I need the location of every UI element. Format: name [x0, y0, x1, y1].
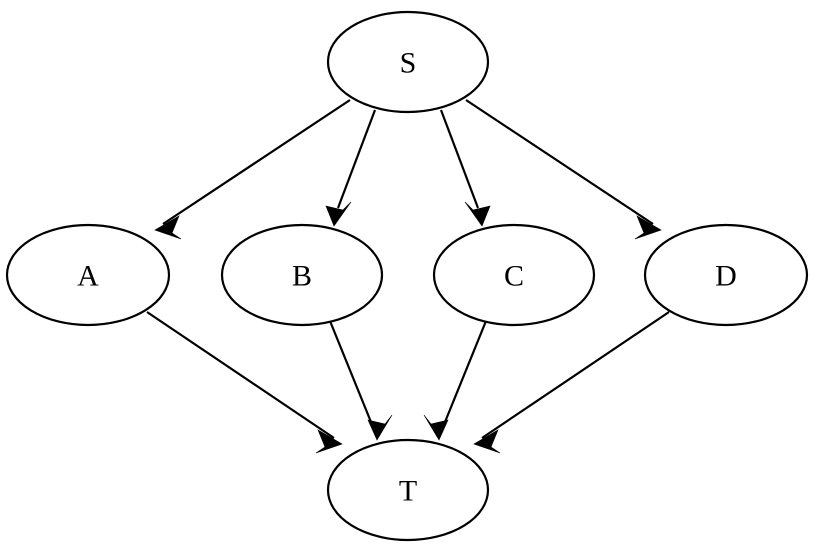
node-t-label: T: [399, 475, 417, 508]
node-s[interactable]: S: [326, 10, 490, 114]
edge-d-to-t-line: [481, 311, 670, 439]
edge-s-to-b-arrowhead: [325, 201, 352, 227]
edge-b-to-t-arrowhead: [367, 414, 393, 441]
node-t-ellipse[interactable]: [326, 438, 490, 542]
node-b[interactable]: B: [220, 223, 384, 327]
node-b-ellipse[interactable]: [220, 223, 384, 327]
edge-s-to-a: [154, 99, 351, 240]
node-a-label: A: [77, 260, 99, 293]
edge-b-to-t-line: [328, 320, 373, 423]
edge-s-to-b: [325, 109, 377, 227]
edge-c-to-t-arrowhead: [423, 414, 449, 441]
node-d-label: D: [715, 260, 737, 293]
node-c-label: C: [504, 260, 524, 293]
node-t[interactable]: T: [326, 438, 490, 542]
edge-s-to-d-line: [465, 99, 654, 225]
node-a[interactable]: A: [5, 223, 171, 327]
nodes-layer: S A B C D T: [5, 10, 809, 542]
node-s-label: S: [400, 47, 417, 80]
node-d-ellipse[interactable]: [643, 223, 809, 327]
node-a-ellipse[interactable]: [5, 223, 171, 327]
edge-a-to-t-arrowhead: [315, 429, 343, 454]
edge-s-to-d-arrowhead: [634, 215, 662, 240]
edge-d-to-t: [473, 311, 670, 454]
edge-a-to-t: [146, 311, 343, 454]
edge-b-to-t: [328, 320, 393, 441]
edge-c-to-t: [423, 320, 488, 441]
edges-layer: [146, 99, 670, 454]
edge-d-to-t-arrowhead: [473, 429, 501, 454]
edge-s-to-a-line: [162, 99, 351, 225]
node-b-label: B: [292, 260, 312, 293]
edge-s-to-c-arrowhead: [464, 201, 491, 227]
edge-s-to-c: [439, 109, 491, 227]
edge-c-to-t-line: [443, 320, 488, 423]
node-c[interactable]: C: [432, 223, 596, 327]
edge-a-to-t-line: [146, 311, 335, 439]
node-d[interactable]: D: [643, 223, 809, 327]
edge-s-to-d: [465, 99, 662, 240]
node-s-ellipse[interactable]: [326, 10, 490, 114]
edge-s-to-b-line: [336, 109, 377, 209]
edge-s-to-c-line: [439, 109, 480, 209]
edge-s-to-a-arrowhead: [154, 215, 182, 240]
node-c-ellipse[interactable]: [432, 223, 596, 327]
